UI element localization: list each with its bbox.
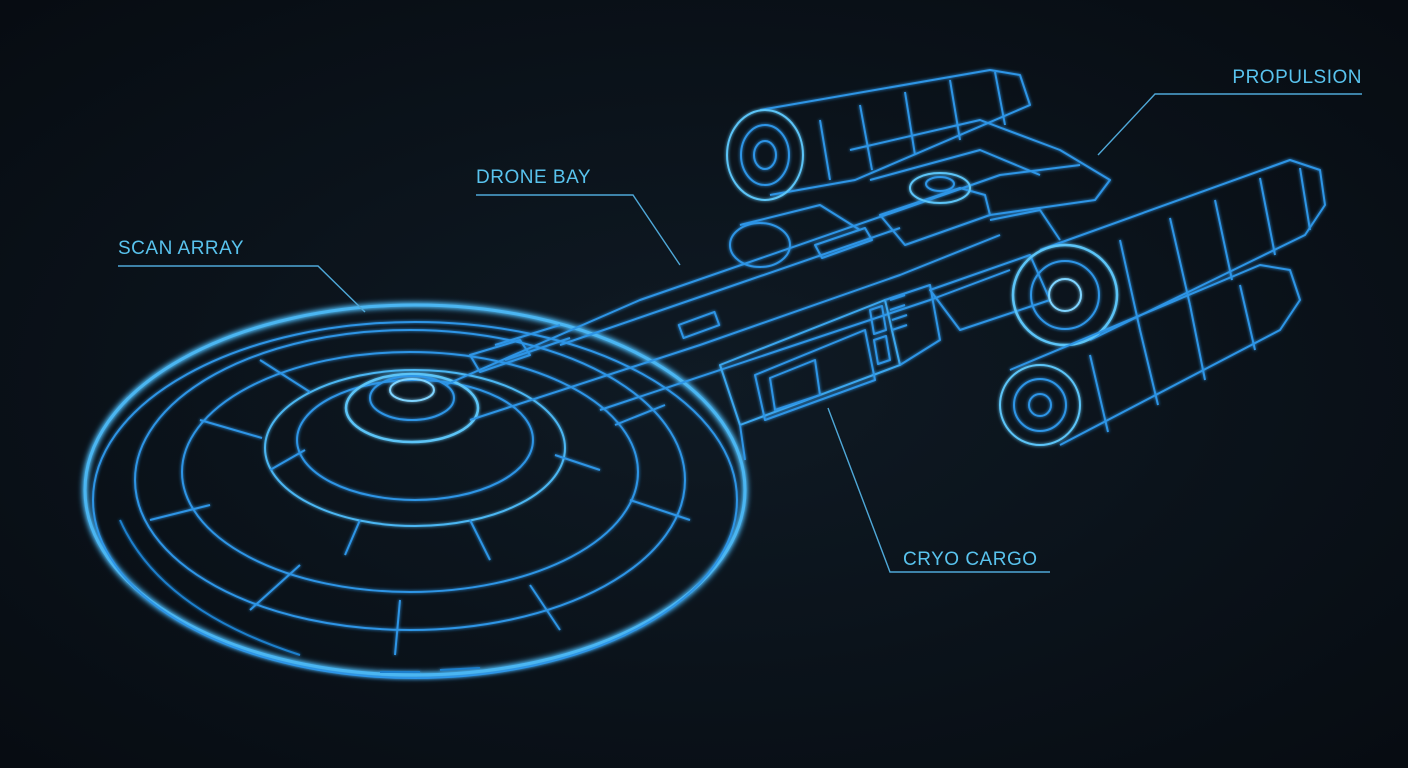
engine-lower-right <box>999 264 1301 446</box>
callout-scan-array: SCAN ARRAY <box>118 238 366 313</box>
cargo-module <box>719 284 941 461</box>
callout-label-propulsion: PROPULSION <box>1232 67 1362 88</box>
saucer-section <box>83 303 747 679</box>
callout-label-cryo-cargo: CRYO CARGO <box>903 549 1038 570</box>
callouts: SCAN ARRAY DRONE BAY PROPULSION CRYO CAR… <box>118 67 1362 573</box>
callout-drone-bay: DRONE BAY <box>476 167 681 266</box>
ship-wireframe <box>83 69 1326 679</box>
callout-cryo-cargo: CRYO CARGO <box>827 407 1050 573</box>
engine-upper-right <box>1011 159 1326 347</box>
callout-propulsion: PROPULSION <box>1097 67 1362 156</box>
callout-label-scan-array: SCAN ARRAY <box>118 238 244 259</box>
callout-label-drone-bay: DRONE BAY <box>476 167 591 188</box>
engine-lower-left <box>729 204 861 268</box>
spine-section <box>444 164 1081 421</box>
engine-upper-left <box>726 69 1031 201</box>
